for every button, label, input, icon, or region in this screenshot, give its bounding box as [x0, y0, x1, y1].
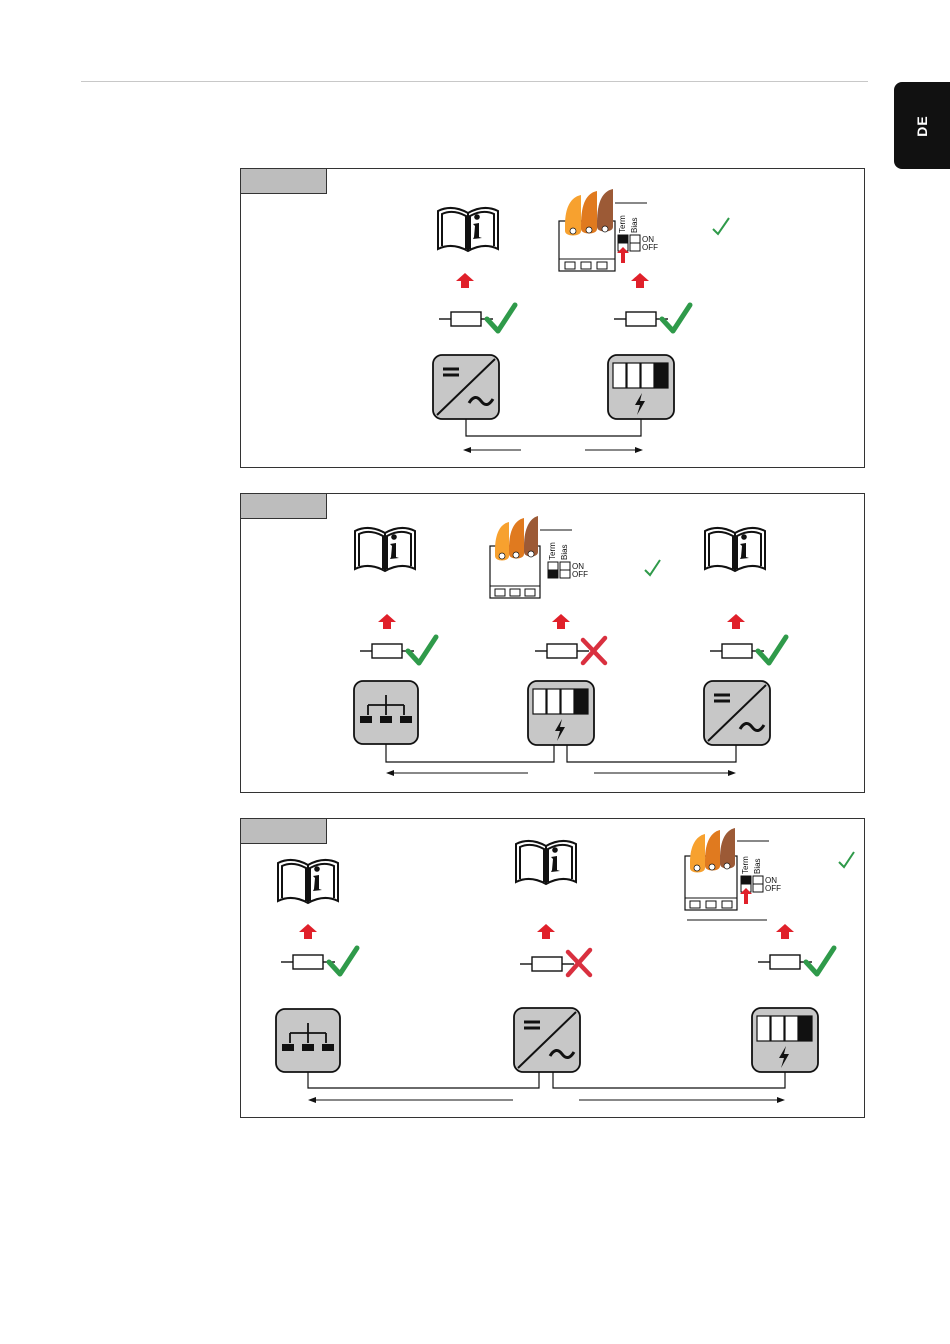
battery-icon — [752, 1008, 818, 1072]
arrow-left-icon — [463, 447, 521, 453]
off-label: OFF — [765, 884, 781, 893]
check-icon — [713, 218, 729, 234]
arrow-up-icon — [378, 614, 396, 629]
bus-cable — [567, 745, 736, 762]
terminating-resistor-icon — [535, 644, 589, 658]
arrow-up-icon — [776, 924, 794, 939]
terminating-resistor-icon — [520, 957, 574, 971]
arrow-up-icon — [727, 614, 745, 629]
manual-icon — [438, 208, 498, 251]
panel-1-diagram: Term Bias ON OFF — [241, 169, 866, 469]
arrow-left-icon — [386, 770, 528, 776]
panel-1: Term Bias ON OFF — [240, 168, 865, 468]
terminal-switch: Term Bias ON OFF — [559, 189, 658, 271]
inverter-icon — [704, 681, 770, 745]
header-rule — [81, 81, 868, 82]
check-icon — [645, 560, 660, 575]
arrow-right-icon — [594, 770, 736, 776]
smart-meter-icon — [276, 1009, 340, 1072]
manual-icon — [705, 528, 765, 571]
arrow-up-icon — [631, 273, 649, 288]
term-label: Term — [741, 856, 750, 874]
arrow-up-icon — [456, 273, 474, 288]
term-label: Term — [618, 215, 627, 233]
bus-cable — [308, 1072, 539, 1088]
bus-cable — [466, 419, 641, 436]
arrow-up-icon — [299, 924, 317, 939]
smart-meter-icon — [354, 681, 418, 744]
language-tab-label: DE — [914, 115, 930, 136]
term-label: Term — [548, 542, 557, 560]
check-icon — [758, 637, 786, 663]
off-label: OFF — [642, 243, 658, 252]
bus-cable — [553, 1072, 785, 1088]
check-icon — [329, 948, 357, 974]
arrow-left-icon — [308, 1097, 513, 1103]
check-icon — [806, 948, 834, 974]
manual-icon — [516, 841, 576, 884]
arrow-up-icon — [552, 614, 570, 629]
panel-2-diagram: Term Bias ON OFF — [241, 494, 866, 794]
manual-icon — [278, 860, 338, 903]
check-icon — [408, 637, 436, 663]
terminal-switch: Term Bias ON OFF — [490, 516, 588, 598]
bias-label: Bias — [560, 544, 569, 560]
inverter-icon — [433, 355, 499, 419]
arrow-right-icon — [579, 1097, 785, 1103]
terminal-switch: Term Bias ON OFF — [685, 828, 781, 920]
bus-cable — [386, 744, 554, 762]
arrow-up-icon — [537, 924, 555, 939]
panel-3: Term Bias ON OFF — [240, 818, 865, 1118]
panel-3-diagram: Term Bias ON OFF — [241, 819, 866, 1119]
check-icon — [839, 852, 854, 867]
cross-icon — [568, 950, 590, 975]
check-icon — [662, 305, 690, 331]
off-label: OFF — [572, 570, 588, 579]
language-tab[interactable]: DE — [894, 82, 950, 169]
inverter-icon — [514, 1008, 580, 1072]
battery-icon — [528, 681, 594, 745]
bias-label: Bias — [753, 858, 762, 874]
panel-2: Term Bias ON OFF — [240, 493, 865, 793]
check-icon — [487, 305, 515, 331]
arrow-right-icon — [585, 447, 643, 453]
bias-label: Bias — [630, 217, 639, 233]
battery-icon — [608, 355, 674, 419]
manual-icon — [355, 528, 415, 571]
